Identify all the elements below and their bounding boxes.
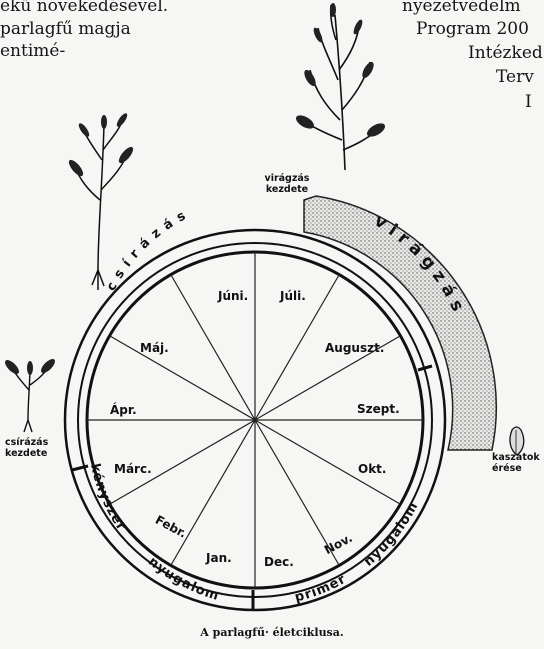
month-label: Ápr. (110, 402, 137, 417)
month-label: Júni. (217, 289, 248, 303)
seed-illustration (510, 427, 524, 455)
month-label: Jan. (205, 551, 232, 565)
primary-dormancy-label: nyugalom (361, 499, 421, 569)
month-label: Szept. (357, 402, 400, 416)
flowering-plant-leaves (294, 3, 387, 139)
ring-divider (418, 366, 432, 370)
month-label: Máj. (140, 341, 169, 355)
young-plant-leaves (67, 112, 136, 179)
month-label: Auguszt. (325, 341, 384, 355)
seedling-leaves (3, 357, 57, 376)
figure-caption: A parlagfű· életciklusa. (0, 626, 544, 639)
month-label: Dec. (264, 555, 294, 569)
primary-dormancy-label: primer (293, 572, 349, 606)
month-label: Márc. (114, 462, 152, 476)
month-label: Febr. (153, 513, 189, 541)
month-label: Júli. (279, 289, 306, 303)
month-spokes (87, 252, 423, 588)
month-label: Okt. (358, 462, 386, 476)
month-label: Nov. (322, 531, 355, 557)
